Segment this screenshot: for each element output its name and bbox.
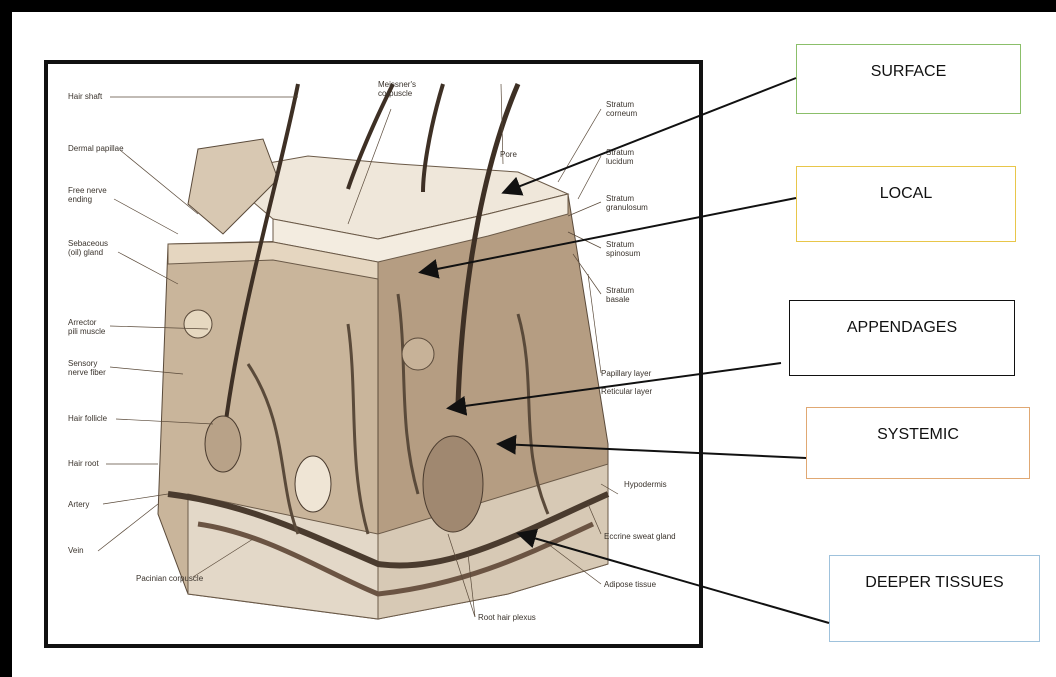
category-label-local: LOCAL bbox=[880, 185, 932, 203]
label-reticular-layer: Reticular layer bbox=[601, 387, 652, 396]
label-pore: Pore bbox=[500, 150, 517, 159]
label-pacinian-corpuscle: Pacinian corpuscle bbox=[136, 574, 203, 583]
label-artery: Artery bbox=[68, 500, 89, 509]
category-label-deeper-tissues: DEEPER TISSUES bbox=[865, 574, 1003, 592]
label-sensory-nerve: Sensory nerve fiber bbox=[68, 359, 106, 377]
label-meissners-corpuscle: Meissner's corpuscle bbox=[378, 80, 416, 98]
skin-block-illustration bbox=[48, 64, 699, 644]
category-box-surface: SURFACE bbox=[796, 44, 1021, 114]
label-eccrine-sweat-gland: Eccrine sweat gland bbox=[604, 532, 676, 541]
label-hair-root: Hair root bbox=[68, 459, 99, 468]
label-arrector-pili: Arrector pili muscle bbox=[68, 318, 105, 336]
category-box-appendages: APPENDAGES bbox=[789, 300, 1015, 376]
label-free-nerve-ending: Free nerve ending bbox=[68, 186, 107, 204]
label-adipose-tissue: Adipose tissue bbox=[604, 580, 656, 589]
category-box-systemic: SYSTEMIC bbox=[806, 407, 1030, 479]
label-stratum-corneum: Stratum corneum bbox=[606, 100, 637, 118]
category-label-surface: SURFACE bbox=[871, 63, 947, 81]
label-hypodermis: Hypodermis bbox=[624, 480, 667, 489]
category-label-systemic: SYSTEMIC bbox=[877, 426, 959, 444]
skin-cross-section-figure: Hair shaft Meissner's corpuscle Stratum … bbox=[44, 60, 703, 648]
label-stratum-lucidum: Stratum lucidum bbox=[606, 148, 634, 166]
label-vein: Vein bbox=[68, 546, 84, 555]
category-box-local: LOCAL bbox=[796, 166, 1016, 242]
label-stratum-basale: Stratum basale bbox=[606, 286, 634, 304]
category-box-deeper-tissues: DEEPER TISSUES bbox=[829, 555, 1040, 642]
label-dermal-papillae: Dermal papillae bbox=[68, 144, 124, 153]
category-label-appendages: APPENDAGES bbox=[847, 319, 957, 337]
label-hair-follicle: Hair follicle bbox=[68, 414, 107, 423]
label-root-hair-plexus: Root hair plexus bbox=[478, 613, 536, 622]
label-stratum-granulosum: Stratum granulosum bbox=[606, 194, 648, 212]
label-sebaceous-gland: Sebaceous (oil) gland bbox=[68, 239, 108, 257]
label-hair-shaft: Hair shaft bbox=[68, 92, 102, 101]
label-stratum-spinosum: Stratum spinosum bbox=[606, 240, 640, 258]
label-papillary-layer: Papillary layer bbox=[601, 369, 651, 378]
